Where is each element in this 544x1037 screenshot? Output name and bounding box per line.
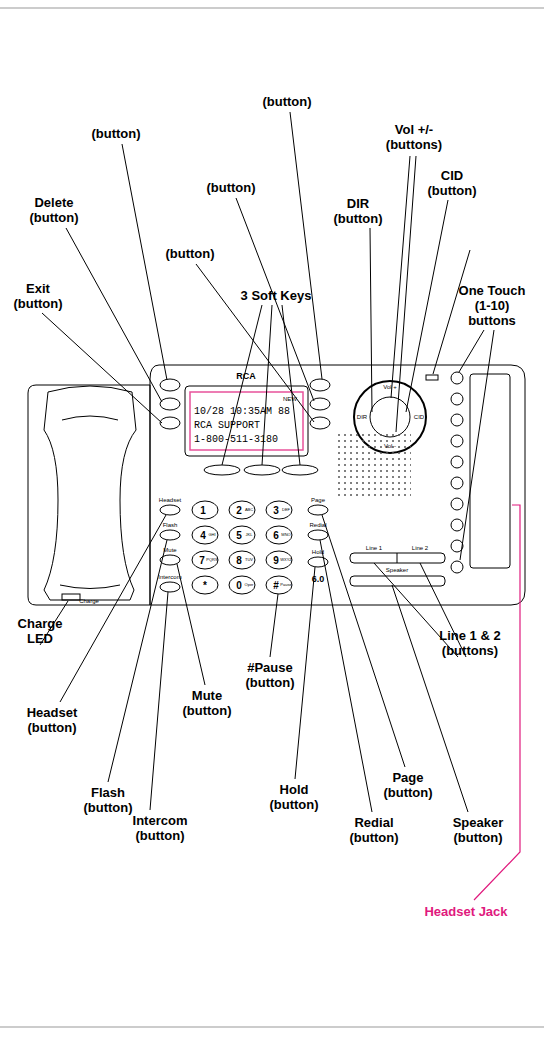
callout-label: Page (button) — [373, 770, 443, 800]
callout-label: Line 1 & 2 (buttons) — [424, 628, 516, 658]
small-label: DIR — [357, 414, 367, 421]
callout-label: Flash (button) — [73, 785, 143, 815]
small-label: Vol + — [383, 384, 397, 391]
small-label: CID — [414, 414, 424, 421]
callout-label: (button) — [76, 126, 156, 141]
small-label: Speaker — [386, 567, 408, 574]
callout-label: 3 Soft Keys — [226, 288, 326, 303]
display-text: RCA SUPPORT — [194, 420, 260, 431]
small-label: Flash — [163, 522, 178, 529]
small-label: NEW — [283, 396, 297, 403]
key-digit: 1 — [200, 505, 206, 516]
callout-label: #Pause (button) — [233, 660, 307, 690]
brand-label: 6.0 — [312, 574, 325, 584]
callout-label: (button) — [247, 94, 327, 109]
key-digit: 8 — [236, 555, 242, 566]
small-label: Mute — [163, 547, 176, 554]
display-text: 10/28 10:35AM 88 — [194, 406, 290, 417]
key-digit: # — [273, 580, 279, 591]
callout-label: Headset Jack — [406, 904, 526, 919]
small-label: Line 1 — [366, 545, 382, 552]
key-letters: JKL — [246, 532, 253, 537]
key-letters: Pause — [280, 582, 291, 587]
callout-label: Vol +/- (buttons) — [378, 122, 450, 152]
callout-label: Redial (button) — [339, 815, 409, 845]
key-digit: 3 — [273, 505, 279, 516]
brand-label: RCA — [236, 371, 256, 381]
callout-label: Intercom (button) — [118, 813, 202, 843]
key-letters: PQRS — [206, 557, 217, 562]
callout-label: Delete (button) — [19, 195, 89, 225]
key-digit: 9 — [273, 555, 279, 566]
key-digit: 2 — [236, 505, 242, 516]
callout-label: Charge LED — [5, 616, 75, 646]
small-label: Charge — [79, 598, 99, 605]
key-letters: DEF — [282, 507, 290, 512]
key-digit: * — [203, 580, 207, 591]
callout-label: (button) — [150, 246, 230, 261]
key-letters: TUV — [245, 557, 253, 562]
key-digit: 5 — [236, 530, 242, 541]
callout-label: CID (button) — [417, 168, 487, 198]
callout-label: Hold (button) — [259, 782, 329, 812]
key-letters: WXYZ — [280, 557, 292, 562]
small-label: Headset — [159, 497, 181, 504]
key-digit: 6 — [273, 530, 279, 541]
small-label: Redial — [309, 522, 326, 529]
key-letters: ABC — [245, 507, 253, 512]
small-label: Hold — [312, 549, 324, 556]
small-label: Line 2 — [412, 545, 428, 552]
key-letters: GHI — [208, 532, 215, 537]
key-letters: MNO — [281, 532, 290, 537]
key-digit: 4 — [200, 530, 206, 541]
callout-label: Exit (button) — [6, 281, 70, 311]
key-digit: 7 — [199, 555, 205, 566]
display-text: 1-800-511-3180 — [194, 434, 278, 445]
callout-label: (button) — [191, 180, 271, 195]
callout-label: Headset (button) — [10, 705, 94, 735]
small-label: Page — [311, 497, 325, 504]
small-label: Vol - — [384, 443, 396, 450]
callout-label: DIR (button) — [323, 196, 393, 226]
key-letters: Oper — [245, 582, 254, 587]
key-digit: 0 — [236, 580, 242, 591]
callout-label: Speaker (button) — [436, 815, 520, 845]
callout-label: Mute (button) — [172, 688, 242, 718]
small-label: Intercom — [158, 574, 181, 581]
callout-label: One Touch (1-10) buttons — [450, 283, 534, 328]
